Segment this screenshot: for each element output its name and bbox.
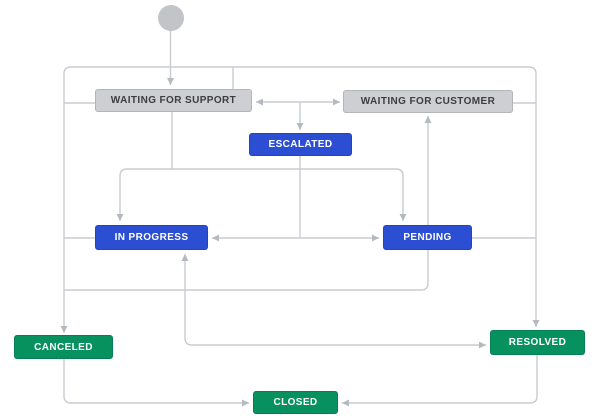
arrowhead-icon — [342, 399, 349, 407]
status-canceled[interactable]: CANCELED — [14, 335, 113, 359]
status-waiting-for-support[interactable]: WAITING FOR SUPPORT — [95, 89, 252, 112]
arrowhead-icon — [242, 399, 249, 407]
arrowhead-icon — [399, 214, 407, 221]
arrowhead-icon — [116, 214, 124, 221]
arrowhead-icon — [181, 254, 189, 261]
arrowhead-icon — [333, 98, 340, 106]
status-waiting-for-customer[interactable]: WAITING FOR CUSTOMER — [343, 90, 513, 113]
arrowhead-icon — [256, 98, 263, 106]
status-in-progress[interactable]: IN PROGRESS — [95, 225, 208, 250]
arrowhead-icon — [296, 123, 304, 130]
arrowhead-icon — [479, 341, 486, 349]
arrowhead-icon — [60, 326, 68, 333]
status-escalated[interactable]: ESCALATED — [249, 133, 352, 156]
arrowhead-icon — [372, 234, 379, 242]
transition-canceled-to-closed — [63, 359, 249, 404]
transition-outer-loop-canceled-resolved — [63, 66, 537, 333]
arrowhead-icon — [532, 320, 540, 327]
arrowhead-icon — [424, 116, 432, 123]
arrowhead-icon — [167, 78, 174, 85]
transition-to-in-progress-and-pending — [119, 168, 404, 221]
start-node-icon — [157, 5, 184, 31]
status-pending[interactable]: PENDING — [383, 225, 472, 250]
transition-resolved-to-closed — [342, 355, 538, 404]
status-closed[interactable]: CLOSED — [253, 391, 338, 414]
arrowhead-icon — [212, 234, 219, 242]
transition-in-progress-resolved-both — [184, 254, 486, 346]
status-resolved[interactable]: RESOLVED — [490, 330, 585, 355]
transition-to-waiting-for-customer — [64, 116, 429, 291]
